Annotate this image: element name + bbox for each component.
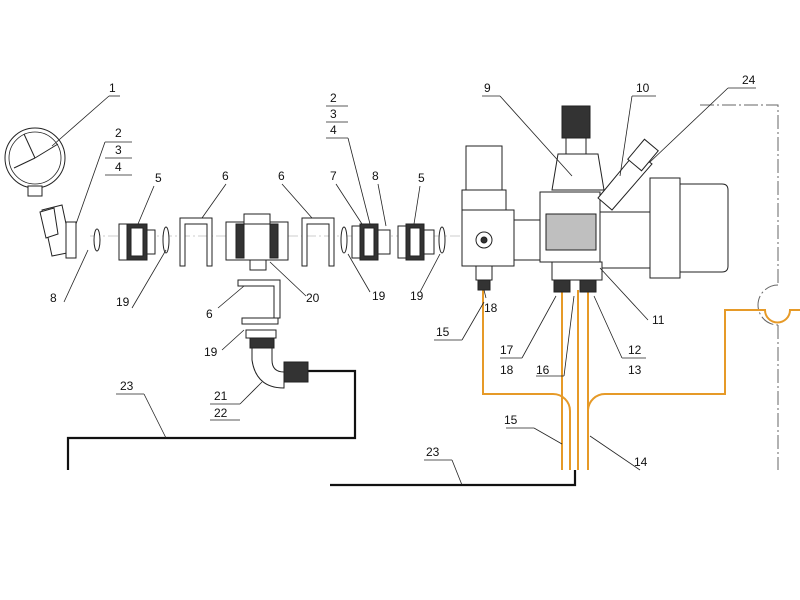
label-5-left: 5 [155, 171, 162, 185]
label-2-left: 2 [115, 126, 122, 140]
label-13: 13 [628, 363, 642, 377]
label-7: 7 [330, 169, 337, 183]
label-15-low: 15 [504, 413, 518, 427]
lower-branch [237, 279, 309, 389]
valve-assembly [461, 105, 729, 293]
label-14: 14 [634, 455, 648, 469]
label-24: 24 [742, 73, 756, 87]
label-6-lower: 6 [206, 307, 213, 321]
part-labels: 1 2 3 4 5 6 6 7 2 3 4 8 5 8 19 6 20 19 1… [50, 73, 756, 469]
pipe-right [330, 470, 577, 487]
label-20: 20 [306, 291, 320, 305]
label-23-left: 23 [120, 379, 134, 393]
pipe-left [66, 369, 357, 470]
pipes [66, 369, 577, 487]
hoses [482, 288, 800, 470]
label-4-mid: 4 [330, 123, 337, 137]
label-3-left: 3 [115, 143, 122, 157]
label-2-mid: 2 [330, 91, 337, 105]
label-18-top: 18 [484, 301, 498, 315]
label-11: 11 [652, 313, 665, 327]
label-10: 10 [636, 81, 650, 95]
pressure-gauge [4, 127, 77, 259]
label-6-top-right: 6 [278, 169, 285, 183]
frame-outline [700, 104, 779, 470]
label-6-top-left: 6 [222, 169, 229, 183]
leader-lines [51, 87, 756, 486]
label-19-left: 19 [116, 295, 130, 309]
label-8-left: 8 [50, 291, 57, 305]
label-18-low: 18 [500, 363, 514, 377]
label-23-right: 23 [426, 445, 440, 459]
hose-tank [587, 309, 800, 411]
hose-suction [482, 288, 571, 470]
label-21: 21 [214, 389, 228, 403]
label-12: 12 [628, 343, 642, 357]
label-9: 9 [484, 81, 491, 95]
label-17: 17 [500, 343, 514, 357]
label-5-right: 5 [418, 171, 425, 185]
label-16: 16 [536, 363, 550, 377]
label-4-left: 4 [115, 160, 122, 174]
fittings-row [93, 213, 446, 271]
label-15-top: 15 [436, 325, 450, 339]
label-1: 1 [109, 81, 116, 95]
label-3-mid: 3 [330, 107, 337, 121]
label-19-lower: 19 [204, 345, 218, 359]
label-8-mid: 8 [372, 169, 379, 183]
label-22: 22 [214, 406, 228, 420]
label-19-mid: 19 [372, 289, 386, 303]
label-19-right: 19 [410, 289, 424, 303]
